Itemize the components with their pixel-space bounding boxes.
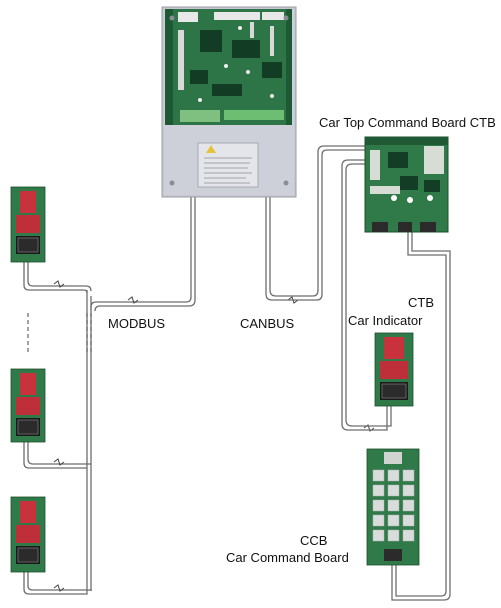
ctb-title-label: Car Top Command Board CTB bbox=[319, 115, 496, 130]
ccb-full-label: Car Command Board bbox=[226, 550, 349, 565]
hall-call-board-2 bbox=[10, 368, 46, 443]
car-command-board bbox=[366, 448, 420, 566]
hall-call-board-1 bbox=[10, 186, 46, 263]
modbus-label: MODBUS bbox=[108, 316, 165, 331]
modbus-cable bbox=[23, 197, 196, 595]
ctb-short-label: CTB bbox=[408, 295, 434, 310]
main-controller bbox=[161, 6, 297, 198]
canbus-cable bbox=[265, 145, 366, 301]
continuation-dashes bbox=[27, 313, 92, 352]
hall-call-board-3 bbox=[10, 496, 46, 573]
car-top-command-board bbox=[364, 136, 449, 233]
car-indicator-label: Car Indicator bbox=[348, 313, 423, 328]
ccb-short-label: CCB bbox=[300, 533, 327, 548]
canbus-label: CANBUS bbox=[240, 316, 295, 331]
ctb-car-indicator-cable bbox=[341, 159, 451, 601]
car-indicator-board bbox=[374, 332, 414, 407]
